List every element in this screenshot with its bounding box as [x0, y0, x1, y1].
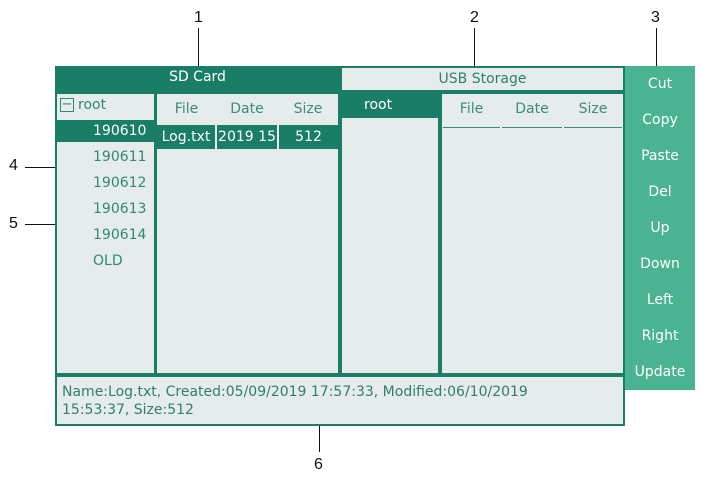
- usb-tree-root[interactable]: root: [342, 94, 438, 118]
- callout-5: 5: [9, 215, 18, 232]
- sd-row-file[interactable]: Log.txt: [157, 125, 215, 149]
- sd-file-list: File Date Size Log.txt 2019 15 512: [157, 94, 338, 373]
- down-button[interactable]: Down: [640, 256, 680, 272]
- callout-3-line: [656, 28, 657, 66]
- usb-header-underline-3: [564, 127, 622, 128]
- file-info-line-1: Name:Log.txt, Created:05/09/2019 17:57:3…: [62, 384, 528, 400]
- right-button[interactable]: Right: [641, 328, 679, 344]
- tree-item-190614[interactable]: 190614: [93, 227, 147, 243]
- action-sidebar: Cut Copy Paste Del Up Down Left Right Up…: [625, 66, 695, 390]
- file-manager-window: SD Card USB Storage − root 190610 190611…: [55, 66, 625, 426]
- callout-6: 6: [314, 456, 323, 473]
- up-button[interactable]: Up: [650, 220, 670, 236]
- usb-folder-tree: root: [342, 94, 438, 373]
- delete-button[interactable]: Del: [648, 184, 672, 200]
- usb-header-date[interactable]: Date: [515, 101, 549, 117]
- callout-1: 1: [194, 9, 203, 26]
- file-info-bar: Name:Log.txt, Created:05/09/2019 17:57:3…: [57, 377, 623, 424]
- tree-item-190611[interactable]: 190611: [93, 149, 147, 165]
- callout-2-line: [474, 28, 475, 66]
- tree-expander-icon[interactable]: −: [60, 98, 74, 112]
- sd-folder-tree: − root 190610 190611 190612 190613 19061…: [57, 94, 154, 373]
- callout-2: 2: [470, 9, 479, 26]
- usb-header-size[interactable]: Size: [578, 101, 608, 117]
- tab-sd-card[interactable]: SD Card: [169, 69, 226, 85]
- callout-1-line: [198, 28, 199, 66]
- usb-tree-root-label: root: [364, 97, 393, 113]
- callout-3: 3: [651, 9, 660, 26]
- update-button[interactable]: Update: [634, 364, 686, 380]
- cut-button[interactable]: Cut: [647, 76, 673, 92]
- tree-item-190610[interactable]: 190610: [57, 120, 154, 142]
- usb-header-underline-1: [443, 127, 500, 128]
- usb-header-file[interactable]: File: [459, 101, 484, 117]
- callout-6-line: [319, 410, 320, 452]
- sd-row-date[interactable]: 2019 15: [217, 125, 277, 149]
- usb-header-underline-2: [502, 127, 562, 128]
- tree-item-190612[interactable]: 190612: [93, 175, 147, 191]
- tree-item-190613[interactable]: 190613: [93, 201, 147, 217]
- left-button[interactable]: Left: [646, 292, 674, 308]
- copy-button[interactable]: Copy: [642, 112, 678, 128]
- tree-expander-glyph: −: [61, 97, 73, 112]
- sd-row-size[interactable]: 512: [279, 125, 338, 149]
- callout-4: 4: [9, 157, 18, 174]
- sd-header-file[interactable]: File: [174, 101, 199, 117]
- callout-4-line: [25, 167, 66, 168]
- sd-header-date[interactable]: Date: [230, 101, 264, 117]
- tab-usb-storage[interactable]: USB Storage: [342, 68, 623, 90]
- file-info-line-2: 15:53:37, Size:512: [62, 402, 194, 418]
- paste-button[interactable]: Paste: [641, 148, 679, 164]
- sd-header-size[interactable]: Size: [293, 101, 323, 117]
- tree-item-old[interactable]: OLD: [93, 253, 123, 269]
- usb-file-list: File Date Size: [442, 94, 623, 373]
- tree-root[interactable]: root: [78, 97, 107, 113]
